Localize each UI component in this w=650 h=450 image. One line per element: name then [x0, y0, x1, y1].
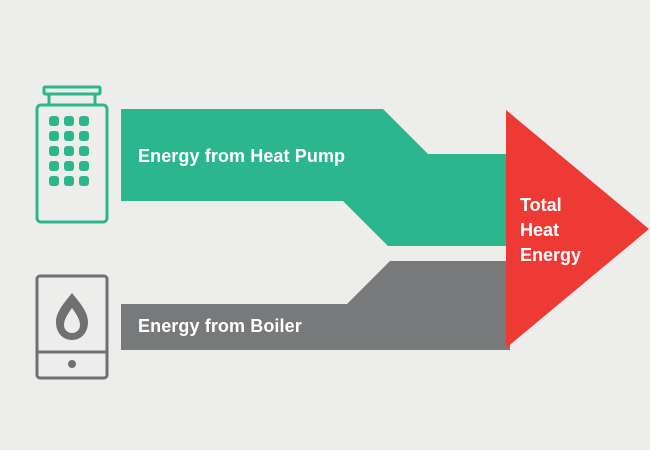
boiler-flow — [121, 261, 510, 350]
boiler-icon — [35, 274, 109, 380]
boiler-energy-label: Energy from Boiler — [138, 316, 302, 336]
total-label-line-1: Total — [520, 195, 562, 215]
heat-pump-icon — [35, 85, 109, 224]
heat-pump-energy-label: Energy from Heat Pump — [138, 146, 346, 166]
total-heat-energy-label: Total Heat Energy — [520, 193, 581, 268]
total-label-line-2: Heat — [520, 220, 560, 240]
heat-pump-flow — [121, 109, 510, 246]
flame-icon — [56, 293, 88, 340]
total-heat-arrow — [506, 110, 649, 348]
total-label-line-3: Energy — [520, 245, 582, 265]
